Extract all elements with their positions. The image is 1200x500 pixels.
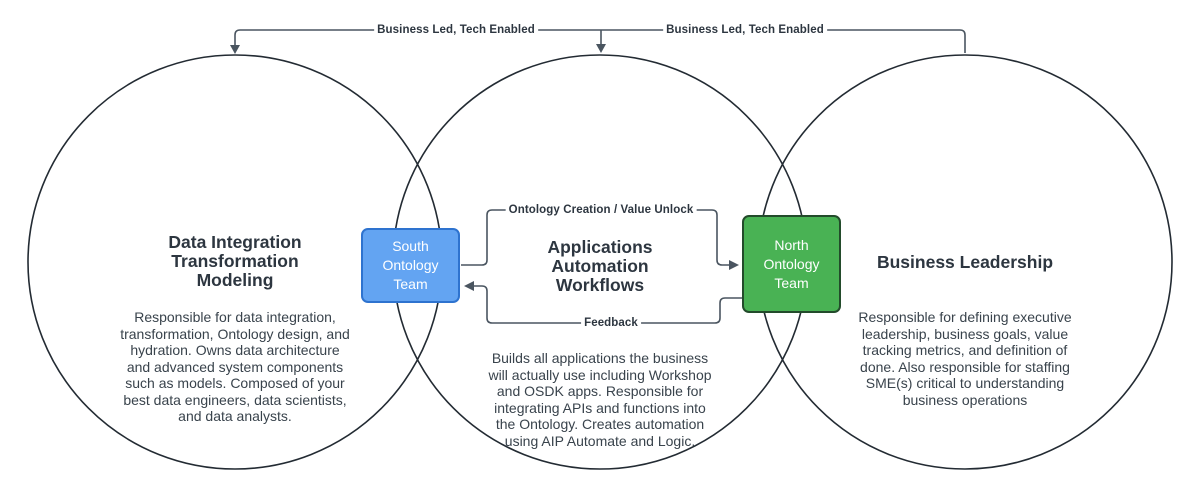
right-circle-title: Business Leadership <box>876 252 1054 272</box>
feedback-label: Feedback <box>581 317 641 329</box>
ontology-creation-arrowhead-icon <box>729 260 739 270</box>
left-circle-title: Data Integration Transformation Modeling <box>168 232 302 290</box>
ontology-creation-label: Ontology Creation / Value Unlock <box>505 204 697 216</box>
south-ontology-team-box: South Ontology Team <box>361 228 460 303</box>
top-connector-line <box>234 29 966 53</box>
feedback-arrowhead-icon <box>464 281 474 291</box>
north-ontology-team-box: North Ontology Team <box>742 215 841 313</box>
right-circle-description: Responsible for defining executive leade… <box>858 309 1072 408</box>
top-right-connector-label: Business Led, Tech Enabled <box>663 24 827 36</box>
top-left-connector-label: Business Led, Tech Enabled <box>374 24 538 36</box>
top-left-arrowhead-icon <box>230 45 240 54</box>
left-circle-description: Responsible for data integration, transf… <box>120 309 350 424</box>
middle-circle-description: Builds all applications the business wil… <box>488 350 712 449</box>
top-middle-arrowhead-icon <box>596 44 606 53</box>
middle-circle-title: Applications Automation Workflows <box>547 237 653 295</box>
